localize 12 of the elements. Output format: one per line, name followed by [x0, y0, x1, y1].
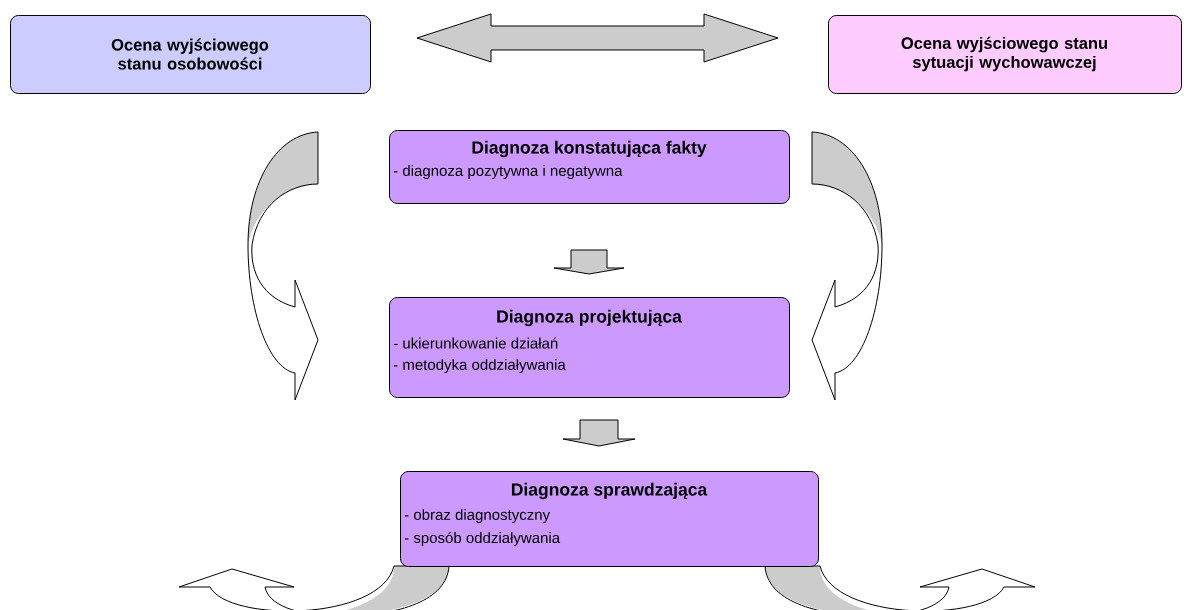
process-box: Diagnoza projektująca - ukierunkowanie działań - metodyka oddziaływania	[389, 297, 790, 398]
block-arrow	[811, 131, 883, 401]
block-arrow	[178, 565, 450, 610]
process-box: Ocena wyjściowego stanu osobowości	[10, 15, 371, 94]
block-arrow	[247, 131, 319, 401]
block-arrow	[764, 565, 1036, 610]
process-box: Diagnoza konstatująca fakty - diagnoza pozytywna i negatywna	[389, 130, 790, 204]
block-arrow	[562, 419, 636, 447]
block-arrow	[553, 249, 625, 275]
block-arrow	[416, 13, 779, 63]
process-box: Diagnoza sprawdzająca - obraz diagnostyczny - sposób oddziaływania	[400, 471, 819, 567]
process-box: Ocena wyjściowego stanu sytuacji wychowawczej	[828, 15, 1182, 94]
